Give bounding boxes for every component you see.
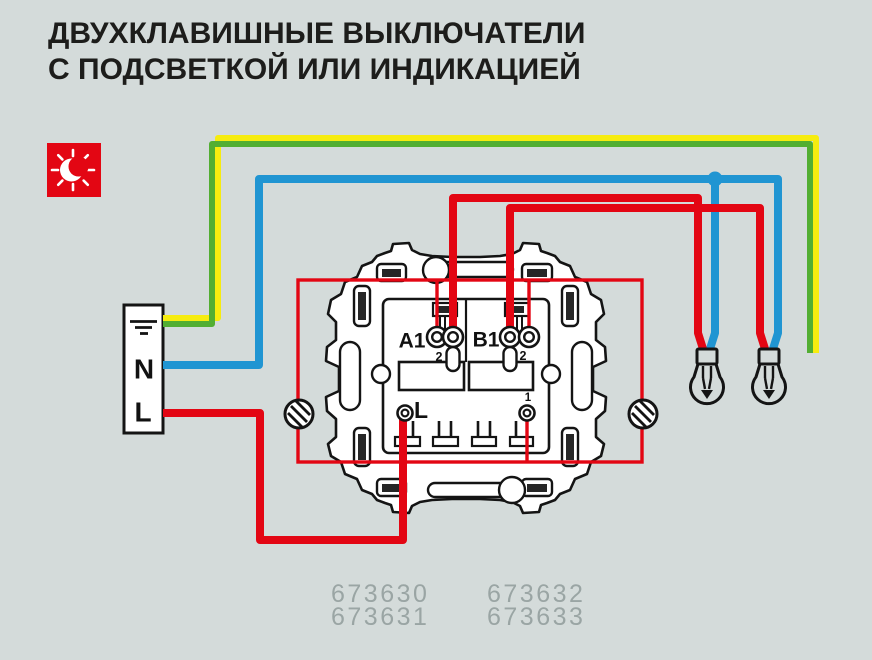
earth-wire — [163, 135, 819, 353]
claw-slots — [338, 255, 594, 505]
backlight-moon-icon — [47, 143, 101, 197]
page-title: ДВУХКЛАВИШНЫЕ ВЫКЛЮЧАТЕЛИ С ПОДСВЕТКОЙ И… — [48, 16, 688, 88]
product-code: 673631 — [331, 603, 430, 631]
terminal-clamps-bottom — [393, 421, 535, 448]
load-terminal-label: 1 — [525, 392, 532, 404]
common-terminal-label: L — [414, 397, 428, 423]
live-feed-wire — [163, 409, 407, 544]
terminal-a1-label: A1 — [399, 330, 426, 353]
mechanism-terminals: A1 B1 L 2 2 1 — [396, 325, 541, 423]
neutral-terminal-label: N — [134, 354, 154, 385]
mounting-slots — [352, 284, 580, 468]
line-terminal-label: L — [134, 397, 151, 428]
product-code: 673632 — [487, 580, 586, 608]
neutral-junction-dot — [707, 171, 723, 187]
b-indicator-terminal-label: 2 — [520, 349, 527, 363]
supply-terminal-block: N L — [122, 303, 165, 435]
a-indicator-terminal-label: 2 — [436, 350, 443, 364]
switch-mechanism — [324, 241, 608, 515]
switch-b-load-wire — [506, 204, 770, 354]
switch-a-load-wire — [449, 194, 708, 354]
product-code: 673630 — [331, 580, 430, 608]
product-code: 673633 — [487, 603, 586, 631]
terminal-b1-label: B1 — [473, 329, 500, 352]
neutral-wire — [163, 171, 782, 369]
product-codes-left: 673630 673631 — [331, 580, 430, 631]
page-title-line2: С ПОДСВЕТКОЙ ИЛИ ИНДИКАЦИЕЙ — [48, 53, 581, 86]
lamp-2 — [751, 347, 787, 406]
screw-left — [283, 398, 315, 430]
page-title-line1: ДВУХКЛАВИШНЫЕ ВЫКЛЮЧАТЕЛИ — [48, 17, 586, 50]
lamp-1 — [689, 347, 725, 406]
screw-right — [627, 398, 659, 430]
product-codes-right: 673632 673633 — [487, 580, 586, 631]
earth-symbol-icon — [130, 320, 157, 335]
